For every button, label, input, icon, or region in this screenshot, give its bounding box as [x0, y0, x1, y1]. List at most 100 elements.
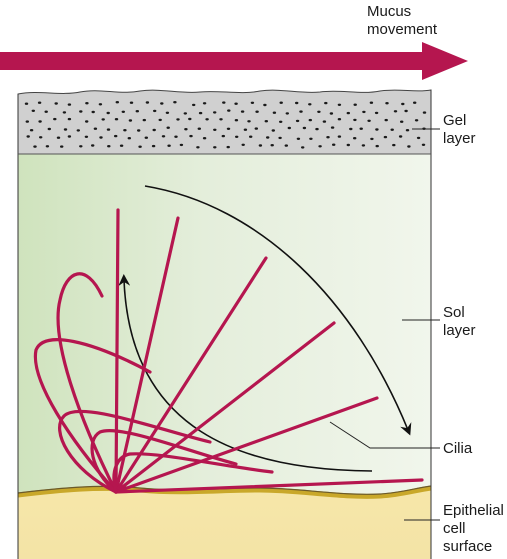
gel-dot [278, 136, 282, 140]
gel-dot [29, 129, 34, 132]
epithelial-surface-label: Epithelial cell surface [443, 502, 504, 556]
gel-dot [227, 109, 231, 112]
gel-dot [270, 144, 274, 147]
gel-dot [184, 128, 188, 131]
curved-arrow-icon [118, 274, 373, 472]
gel-dot [107, 145, 111, 148]
gel-dot [367, 119, 371, 123]
gel-dot [375, 128, 379, 131]
gel-dot [219, 118, 223, 121]
gel-dot [353, 137, 357, 140]
gel-dot [85, 102, 89, 105]
gel-dot [45, 145, 50, 148]
gel-dot [161, 135, 166, 138]
gel-dot [115, 101, 120, 104]
gel-dot [308, 103, 312, 106]
gel-dot [271, 129, 275, 132]
epithelial-line3: surface [443, 538, 493, 555]
gel-dot [213, 128, 217, 131]
gel-dot [392, 143, 396, 147]
gel-dot [44, 110, 48, 113]
gel-dot [176, 118, 180, 121]
gel-dot [416, 136, 421, 140]
gel-dot [413, 101, 417, 104]
gel-dot [385, 102, 389, 105]
gel-dot [422, 111, 427, 114]
gel-dot [337, 135, 342, 138]
gel-dot [53, 117, 57, 121]
gel-dot [369, 101, 374, 104]
gel-dot [153, 109, 157, 113]
gel-dot [145, 101, 150, 104]
movement-arrow-shaft [0, 52, 430, 70]
gel-dot [401, 102, 405, 106]
gel-dot [106, 128, 111, 131]
cilium [114, 321, 336, 494]
gel-dot [31, 109, 35, 113]
mucus-movement-line1: Mucus [367, 3, 412, 20]
gel-dot [221, 134, 225, 138]
gel-dot [353, 103, 357, 106]
gel-dot [54, 102, 58, 105]
gel-dot [414, 119, 419, 122]
gel-dot [308, 118, 312, 122]
gel-dot [47, 127, 51, 131]
epithelial-line2: cell [443, 520, 466, 537]
gel-dot [138, 145, 142, 148]
gel-dot [166, 126, 170, 129]
gel-dot [79, 110, 83, 113]
gel-dot [144, 136, 148, 139]
sol-layer-line1: Sol [443, 304, 465, 321]
gel-dot [285, 112, 289, 115]
gel-dot [330, 126, 335, 129]
gel-dot [390, 128, 394, 131]
gel-dot [56, 136, 61, 139]
gel-dot [114, 134, 118, 138]
gel-dot [317, 110, 321, 114]
cilium [90, 429, 238, 494]
cilium [33, 338, 152, 494]
gel-dot [279, 101, 283, 104]
gel-dot [189, 134, 193, 138]
cilium [114, 208, 120, 494]
gel-dot [24, 102, 29, 105]
gel-dot [315, 127, 319, 131]
gel-dot [26, 135, 30, 138]
gel-dot [272, 111, 277, 114]
gel-dot [235, 135, 239, 138]
gel-dot [197, 127, 201, 130]
gel-dot [400, 120, 404, 123]
gel-dot [346, 143, 350, 147]
gel-layer-line1: Gel [443, 112, 467, 129]
gel-dot [128, 119, 133, 122]
gel-dot [295, 119, 300, 123]
gel-dot [384, 118, 388, 122]
gel-dot [393, 110, 398, 113]
gel-dot [167, 144, 171, 147]
gel-dot [129, 101, 134, 104]
gel-dot [266, 136, 270, 139]
gel-layer-line2: layer [443, 130, 476, 147]
gel-dot [165, 111, 170, 115]
gel-dot [119, 144, 124, 147]
cilia-text: Cilia [443, 440, 473, 457]
gel-dot [196, 146, 200, 149]
gel-dot [398, 135, 403, 138]
mucus-movement-label: Mucus movement [367, 3, 437, 39]
gel-dot [240, 110, 245, 113]
gel-dot [91, 144, 95, 147]
mucus-movement-line2: movement [367, 21, 438, 38]
gel-dot [137, 129, 141, 132]
gel-dot [158, 118, 162, 122]
sol-layer-line2: layer [443, 322, 476, 339]
epithelial-surface-edge [17, 485, 432, 499]
gel-dot [205, 118, 209, 121]
gel-dot [33, 145, 37, 148]
gel-dot [234, 102, 238, 105]
gel-dot [67, 103, 72, 106]
cilium [58, 409, 212, 494]
gel-dot [324, 101, 328, 105]
gel-dot [98, 103, 103, 106]
gel-dot [349, 127, 353, 131]
gel-dot [337, 103, 342, 107]
